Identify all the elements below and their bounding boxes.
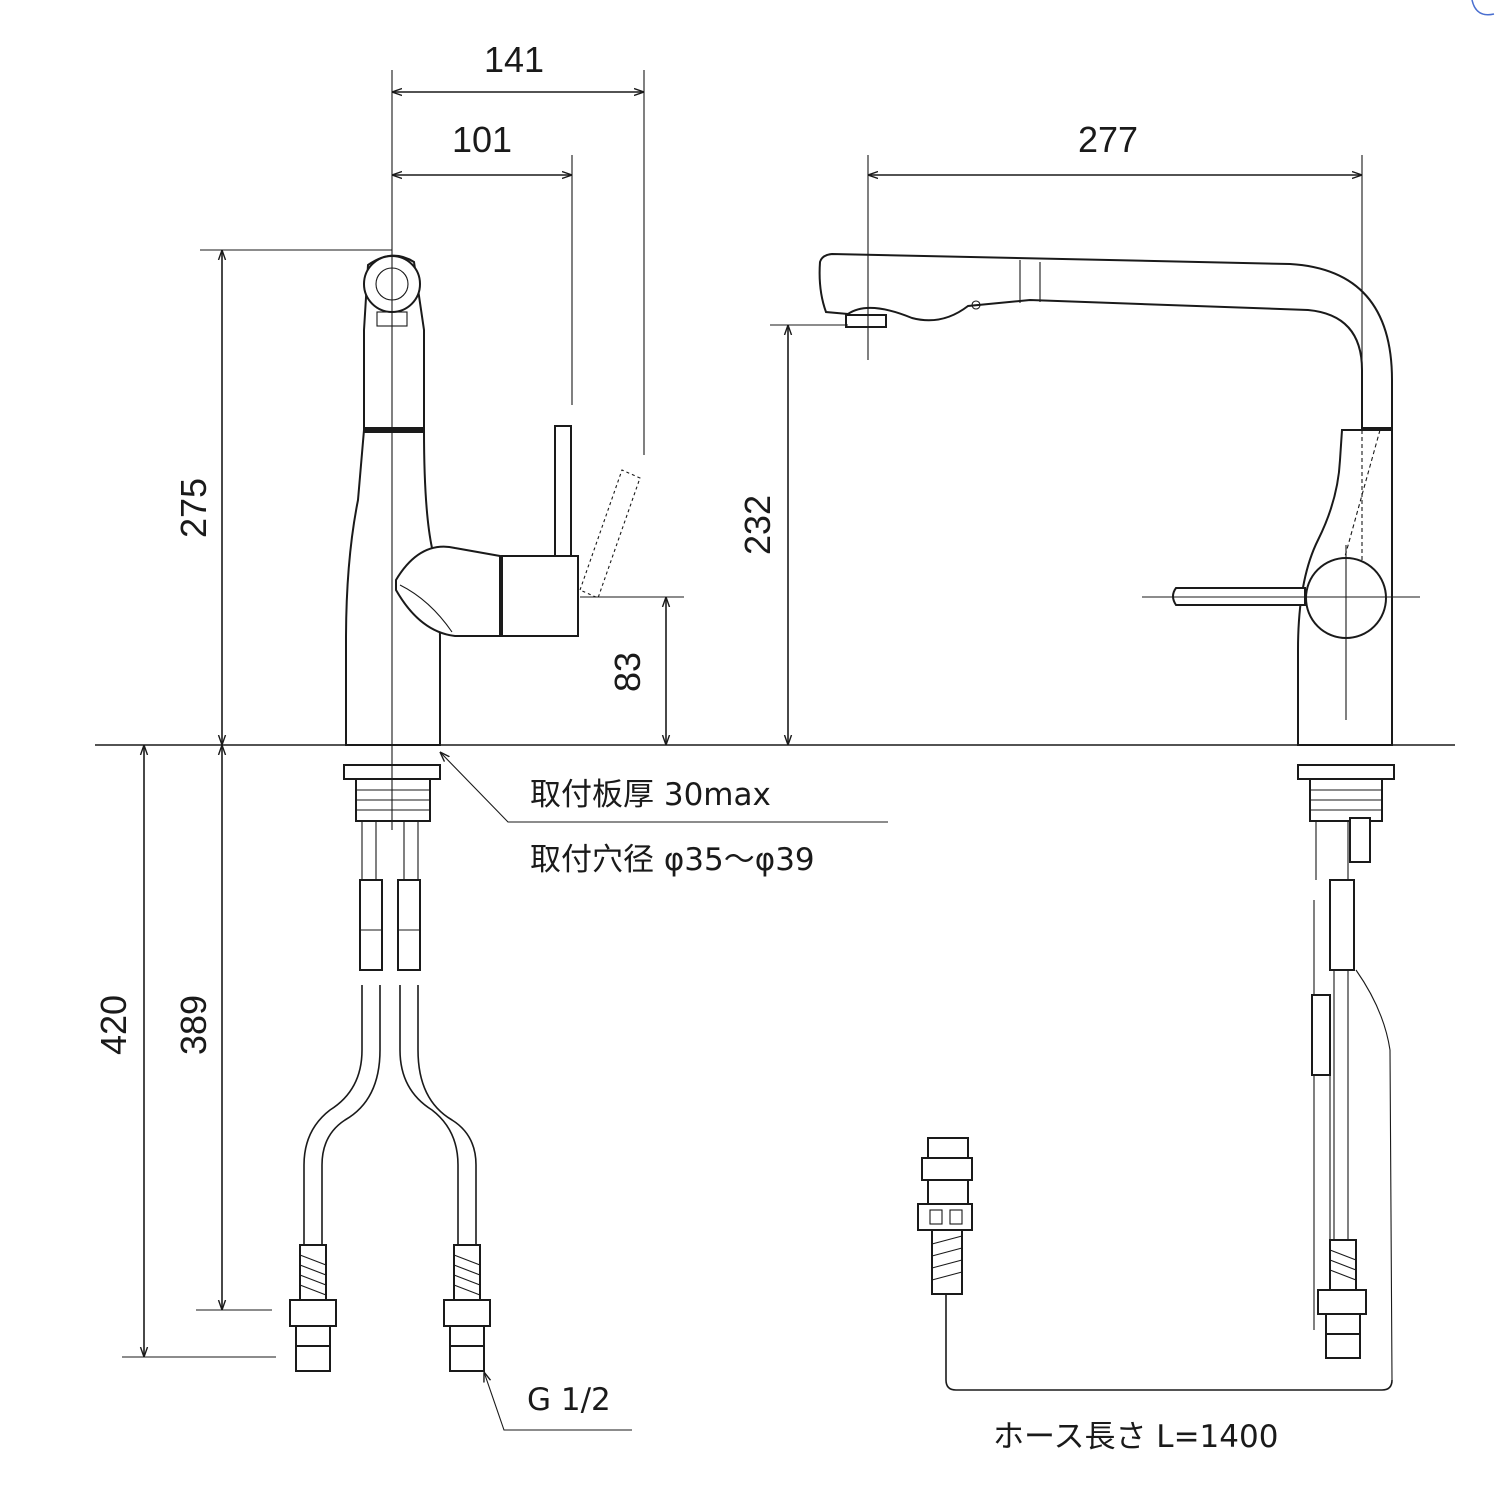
dim-232: 232 <box>737 495 778 555</box>
side-extension-lines <box>770 155 869 360</box>
note-leader-line <box>440 752 888 823</box>
dim-101: 101 <box>452 119 512 160</box>
dim-277: 277 <box>1078 119 1138 160</box>
dim-389: 389 <box>173 995 214 1055</box>
dim-141: 141 <box>484 39 544 80</box>
note-plate-thickness: 取付板厚 30max <box>530 777 771 813</box>
note-hole-diameter: 取付穴径 φ35～φ39 <box>530 842 815 878</box>
dim-275: 275 <box>173 478 214 538</box>
dim-420: 420 <box>93 995 134 1055</box>
front-view-faucet <box>289 254 641 1372</box>
g12-leader-line <box>484 1372 632 1431</box>
dim-83: 83 <box>607 652 648 692</box>
note-connection: G 1/2 <box>527 1382 611 1418</box>
side-view-faucet <box>818 252 1395 1391</box>
front-extension-lines <box>122 70 684 1358</box>
corner-mark <box>1471 0 1495 16</box>
note-hose-length: ホース長さ L=1400 <box>993 1419 1278 1455</box>
